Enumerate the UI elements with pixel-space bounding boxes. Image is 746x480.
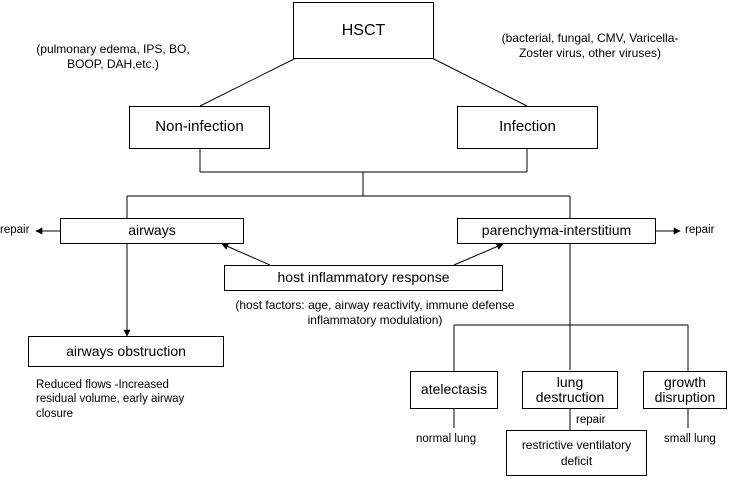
node-lung-destruction: lung destruction <box>522 371 618 409</box>
label-obstruction-effects: Reduced flows -Increased residual volume… <box>36 379 185 420</box>
link-hsct-non-infection <box>199 57 297 107</box>
node-hsct: HSCT <box>293 2 434 59</box>
node-airways-obstruction: airways obstruction <box>28 336 224 367</box>
node-parenchyma-interstitium: parenchyma-interstitium <box>457 218 656 244</box>
node-atelectasis: atelectasis <box>410 371 498 409</box>
node-infection: Infection <box>457 106 598 149</box>
label-repair-right: repair <box>685 224 715 236</box>
label-repair-destruction: repair <box>576 414 606 426</box>
arrow-host-parenchyma <box>453 243 504 266</box>
node-non-infection: Non-infection <box>129 106 270 149</box>
node-restrictive-ventilatory-deficit: restrictive ventilatory deficit <box>506 430 647 476</box>
label-small-lung: small lung <box>664 433 716 445</box>
label-host-factors: (host factors: age, airway reactivity, i… <box>235 298 515 327</box>
link-hsct-infection <box>431 57 528 107</box>
node-host-inflammatory-response: host inflammatory response <box>224 265 503 291</box>
node-airways: airways <box>60 218 244 244</box>
label-normal-lung: normal lung <box>416 433 477 445</box>
label-infection-causes: (bacterial, fungal, CMV, Varicella-Zoste… <box>501 31 679 60</box>
node-growth-disruption: growth disruption <box>643 371 727 409</box>
arrow-host-airways <box>221 243 271 266</box>
label-repair-left: repair <box>0 224 30 236</box>
label-non-infection-causes: (pulmonary edema, IPS, BO, BOOP, DAH,etc… <box>36 42 190 71</box>
